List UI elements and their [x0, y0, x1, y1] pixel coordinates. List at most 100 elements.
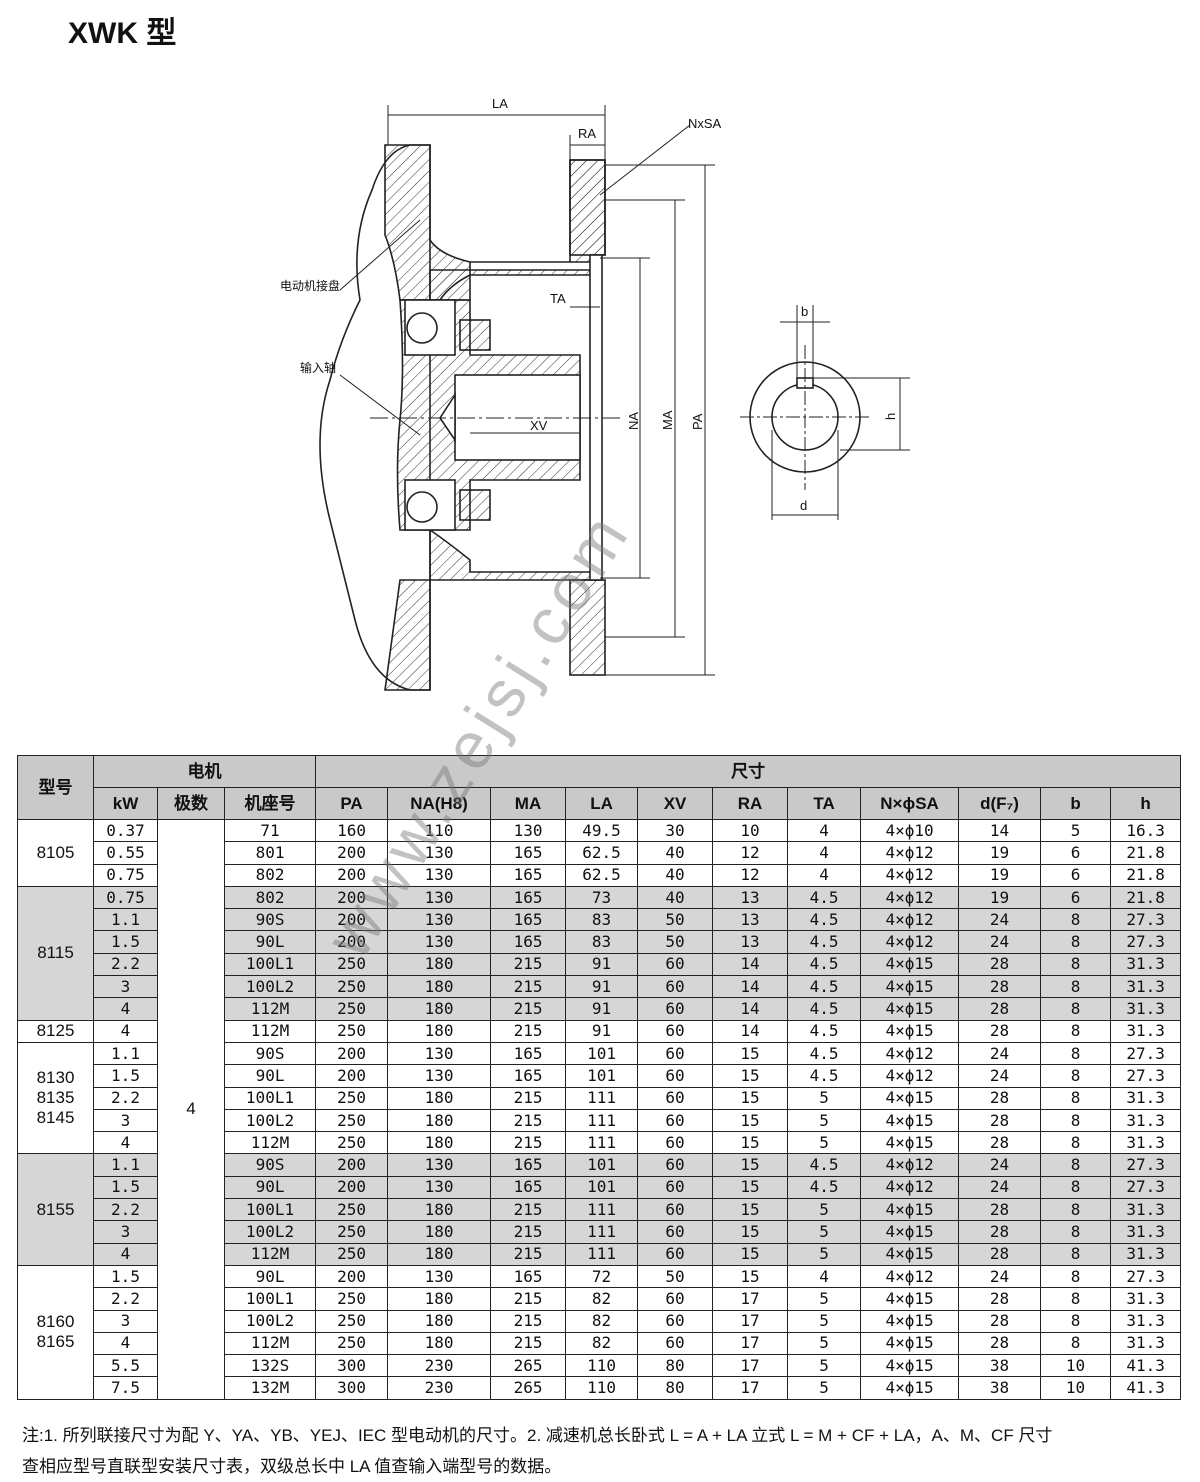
table-cell: 8	[1040, 1175, 1112, 1200]
table-cell: 4×ϕ12	[860, 1153, 960, 1177]
table-cell: 250	[315, 997, 389, 1021]
table-cell: 4.5	[787, 1153, 862, 1177]
table-cell: 3	[93, 1108, 158, 1133]
table-cell: 91	[565, 997, 639, 1021]
table-cell: 802	[223, 863, 317, 887]
table-cell: 28	[958, 1220, 1042, 1244]
table-cell: 180	[387, 1220, 492, 1244]
table-cell: 8	[1040, 1108, 1112, 1133]
table-cell: 4×ϕ15	[860, 1108, 960, 1133]
table-cell: 31.3	[1110, 1086, 1182, 1110]
table-cell: 60	[637, 1131, 714, 1155]
table-cell: 200	[315, 885, 389, 910]
table-cell: 83	[565, 908, 639, 932]
column-header: N×ϕSA	[860, 787, 960, 820]
table-cell: 60	[637, 1331, 714, 1356]
table-cell: 28	[958, 1198, 1042, 1222]
table-cell: 12	[712, 863, 789, 887]
table-cell: 60	[637, 1287, 714, 1311]
table-cell: 5	[787, 1242, 862, 1266]
dim-label-h: h	[883, 413, 898, 420]
table-cell: 50	[637, 908, 714, 932]
table-cell: 14	[712, 952, 789, 977]
table-cell: 180	[387, 1131, 492, 1155]
table-cell: 82	[565, 1309, 639, 1333]
model-cell: 8125	[17, 1019, 94, 1043]
table-cell: 15	[712, 1264, 789, 1289]
table-cell: 101	[565, 1041, 639, 1066]
table-cell: 8	[1040, 1220, 1112, 1244]
table-cell: 60	[637, 1019, 714, 1043]
table-cell: 24	[958, 1153, 1042, 1177]
table-cell: 60	[637, 1175, 714, 1200]
table-cell: 110	[565, 1376, 639, 1400]
table-cell: 31.3	[1110, 1287, 1182, 1311]
table-cell: 60	[637, 975, 714, 999]
table-cell: 215	[490, 1242, 567, 1266]
table-cell: 2.2	[93, 1086, 158, 1110]
table-cell: 250	[315, 1287, 389, 1311]
header-motor: 电机	[92, 755, 317, 788]
table-cell: 200	[315, 863, 389, 887]
column-header: MA	[490, 787, 567, 820]
table-cell: 21.8	[1110, 841, 1182, 865]
table-cell: 250	[315, 1220, 389, 1244]
flange-drawing: LA RA NxSA TA XV NA MA PA b h d 电动机接盘 输入…	[280, 96, 910, 691]
table-cell: 15	[712, 1153, 789, 1177]
table-cell: 215	[490, 1108, 567, 1133]
table-cell: 40	[637, 841, 714, 865]
table-cell: 215	[490, 1287, 567, 1311]
table-cell: 49.5	[565, 818, 639, 843]
table-cell: 215	[490, 1220, 567, 1244]
table-cell: 2.2	[93, 1287, 158, 1311]
table-cell: 15	[712, 1242, 789, 1266]
table-cell: 165	[490, 863, 567, 887]
table-cell: 4.5	[787, 1064, 862, 1088]
table-cell: 80	[637, 1354, 714, 1378]
table-cell: 60	[637, 1220, 714, 1244]
table-cell: 31.3	[1110, 1242, 1182, 1266]
table-cell: 90S	[223, 1041, 317, 1066]
table-cell: 4×ϕ12	[860, 908, 960, 932]
table-cell: 265	[490, 1376, 567, 1400]
table-cell: 82	[565, 1287, 639, 1311]
dim-label-ra: RA	[578, 126, 596, 141]
table-cell: 111	[565, 1198, 639, 1222]
table-cell: 4	[787, 1264, 862, 1289]
table-cell: 8	[1040, 1041, 1112, 1066]
table-cell: 110	[387, 818, 492, 843]
table-cell: 14	[958, 818, 1042, 843]
table-cell: 21.8	[1110, 863, 1182, 887]
table-cell: 180	[387, 1198, 492, 1222]
table-cell: 130	[387, 908, 492, 932]
table-cell: 17	[712, 1376, 789, 1400]
column-header: RA	[712, 787, 789, 820]
table-cell: 4	[93, 1131, 158, 1155]
table-cell: 6	[1040, 863, 1112, 887]
dim-label-ma: MA	[660, 410, 675, 430]
table-cell: 130	[387, 930, 492, 954]
table-cell: 12	[712, 841, 789, 865]
dim-label-d: d	[800, 498, 807, 513]
table-cell: 4×ϕ15	[860, 975, 960, 999]
table-cell: 4.5	[787, 908, 862, 932]
table-cell: 4	[93, 1019, 158, 1043]
table-cell: 180	[387, 1331, 492, 1356]
table-cell: 4.5	[787, 930, 862, 954]
table-cell: 112M	[223, 997, 317, 1021]
table-cell: 215	[490, 975, 567, 999]
table-cell: 8	[1040, 952, 1112, 977]
table-cell: 27.3	[1110, 1041, 1182, 1066]
table-cell: 112M	[223, 1019, 317, 1043]
table-cell: 130	[387, 885, 492, 910]
table-cell: 101	[565, 1153, 639, 1177]
table-cell: 801	[223, 841, 317, 865]
